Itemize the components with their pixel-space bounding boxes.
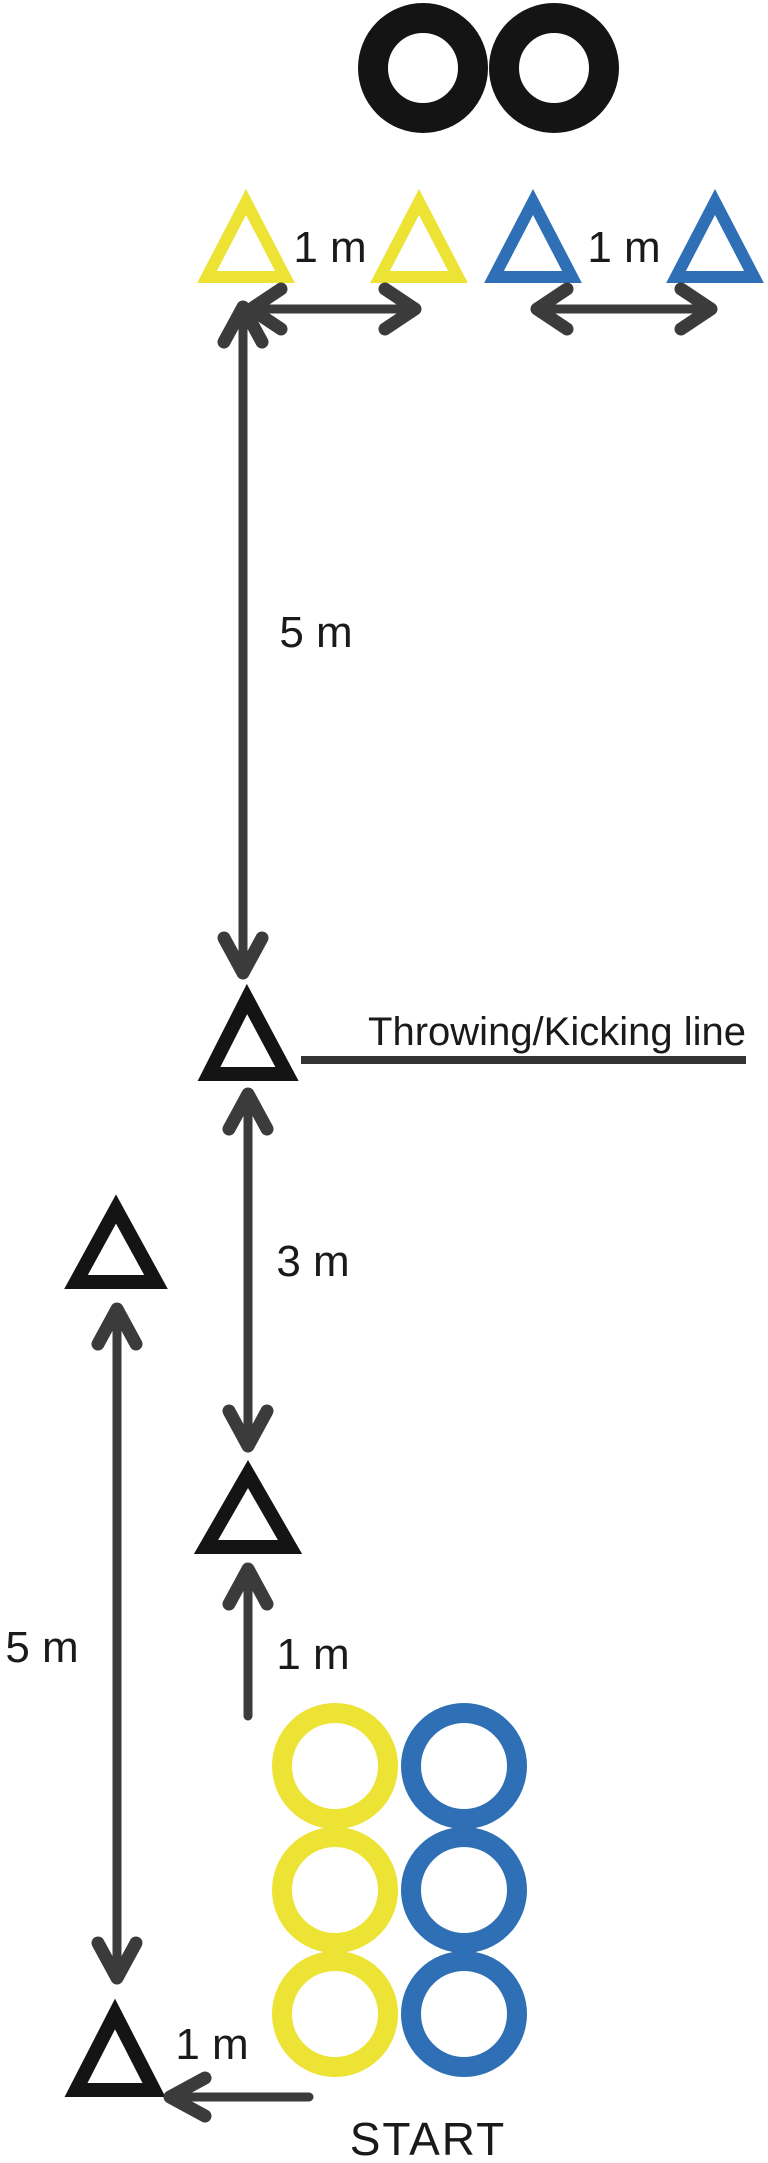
black-ring-top-right	[489, 3, 619, 133]
blue-cone-1	[484, 188, 582, 283]
black-cone-throwing-line	[197, 983, 299, 1081]
label-distance-5m: 5 m	[279, 608, 353, 657]
blue-ring-3	[401, 1951, 527, 2077]
throwing-kicking-line-label: Throwing/Kicking line	[368, 1010, 746, 1054]
start-label: START	[349, 2113, 507, 2163]
arrow-3m	[222, 1087, 274, 1453]
blue-ring-2	[401, 1827, 527, 1953]
label-distance-left-5m: 5 m	[5, 1623, 79, 1672]
label-distance-1m: 1 m	[276, 1630, 350, 1679]
label-gap-top-left: 1 m	[293, 223, 367, 272]
black-cone-left	[64, 1194, 168, 1289]
throwing-kicking-line	[301, 1056, 746, 1064]
yellow-ring-1	[272, 1703, 398, 1829]
arrow-5m-left	[91, 1302, 143, 1985]
blue-ring-1	[401, 1703, 527, 1829]
arrow-1m-left	[163, 2071, 314, 2123]
label-distance-bottom-1m: 1 m	[175, 2020, 249, 2069]
arrow-gap-yellow	[244, 282, 422, 336]
arrow-gap-blue	[530, 282, 718, 336]
blue-cone-2	[666, 188, 764, 283]
arrow-5m	[217, 300, 269, 980]
arrow-1m-up	[222, 1562, 274, 1721]
label-distance-3m: 3 m	[276, 1237, 350, 1286]
yellow-ring-3	[272, 1951, 398, 2077]
black-ring-top-left	[358, 3, 488, 133]
yellow-cone-1	[197, 188, 295, 283]
yellow-cone-2	[370, 188, 468, 283]
label-gap-top-right: 1 m	[587, 223, 661, 272]
yellow-ring-2	[272, 1827, 398, 1953]
black-cone-mid	[193, 1459, 303, 1554]
black-cone-bottom	[64, 1998, 166, 2097]
